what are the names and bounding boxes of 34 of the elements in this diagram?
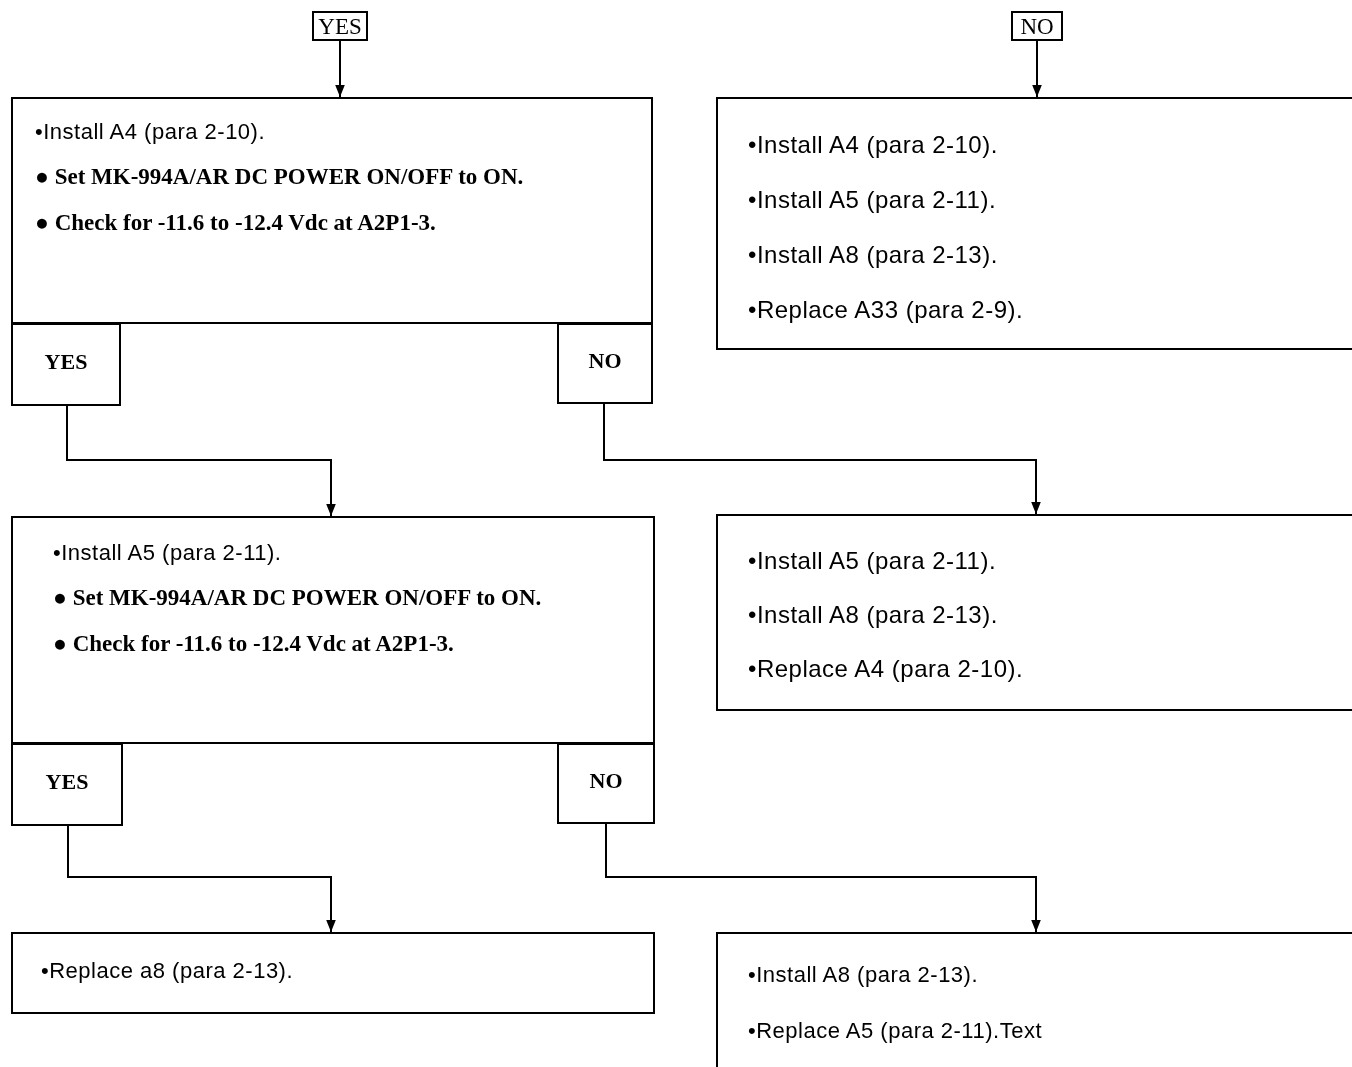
step-box — [716, 932, 1352, 1067]
instruction-text: ● Set MK-994A/AR DC POWER ON/OFF to ON. — [53, 584, 543, 612]
decision-tag: NO — [1011, 11, 1063, 41]
instruction-text: ● Set MK-994A/AR DC POWER ON/OFF to ON. — [35, 163, 525, 191]
arrow — [66, 405, 336, 517]
step-box — [11, 97, 653, 324]
step-box — [11, 932, 655, 1014]
arrow — [603, 403, 1041, 515]
instruction-text: ● Check for -11.6 to -12.4 Vdc at A2P1-3. — [35, 209, 437, 237]
answer-box: NO — [557, 743, 655, 824]
arrow — [605, 823, 1041, 933]
instruction-text: •Replace a8 (para 2-13). — [41, 957, 295, 985]
instruction-text: •Install A8 (para 2-13). — [748, 600, 999, 630]
answer-box: YES — [11, 743, 123, 826]
step-box — [716, 514, 1352, 711]
instruction-text: ● Check for -11.6 to -12.4 Vdc at A2P1-3. — [53, 630, 455, 658]
instruction-text: •Install A5 (para 2-11). — [53, 539, 283, 567]
instruction-text: •Replace A4 (para 2-10). — [748, 654, 1025, 684]
arrow — [67, 825, 336, 933]
arrow — [1032, 40, 1042, 98]
instruction-text: •Replace A5 (para 2-11).Text — [748, 1017, 1043, 1045]
arrow — [335, 40, 345, 98]
instruction-text: •Install A4 (para 2-10). — [35, 118, 267, 146]
instruction-text: •Replace A33 (para 2-9). — [748, 295, 1025, 325]
step-box — [11, 516, 655, 744]
instruction-text: •Install A4 (para 2-10). — [748, 130, 999, 160]
answer-box: YES — [11, 323, 121, 406]
answer-box: NO — [557, 323, 653, 404]
decision-tag: YES — [312, 11, 368, 41]
instruction-text: •Install A8 (para 2-13). — [748, 961, 980, 989]
step-box — [716, 97, 1352, 350]
instruction-text: •Install A5 (para 2-11). — [748, 185, 998, 215]
instruction-text: •Install A5 (para 2-11). — [748, 546, 998, 576]
instruction-text: •Install A8 (para 2-13). — [748, 240, 999, 270]
